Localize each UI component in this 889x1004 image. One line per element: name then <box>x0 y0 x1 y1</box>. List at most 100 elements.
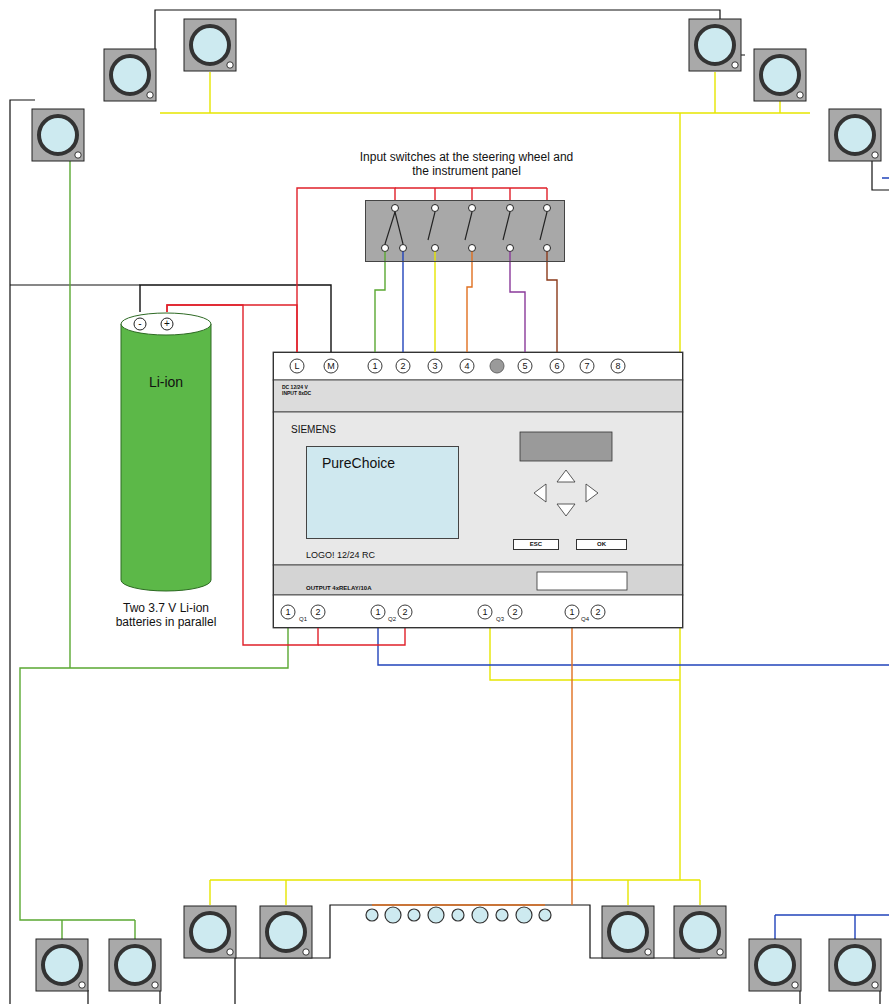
switch-contact <box>400 245 407 252</box>
bulb <box>366 909 378 921</box>
lamp-housing <box>602 906 654 958</box>
bulb <box>539 909 551 921</box>
lamp-housing <box>260 906 312 958</box>
switch-blade <box>465 212 472 240</box>
terminal-label: 2 <box>400 362 405 371</box>
bulb <box>496 909 508 921</box>
front-panel <box>273 412 683 565</box>
lcd-screen: PureChoice <box>306 446 459 539</box>
wire <box>375 262 385 352</box>
green-wire <box>20 160 288 940</box>
lamp <box>184 19 236 71</box>
lamp-lens <box>116 946 154 984</box>
lamp-terminal <box>147 92 153 98</box>
label-band <box>273 380 683 412</box>
lamp-lens <box>191 26 229 64</box>
terminal-label: 4 <box>464 362 469 371</box>
lamp-lens <box>191 913 229 951</box>
lamp <box>754 49 806 101</box>
terminal-label: Q2 <box>388 616 396 622</box>
lamp-lens <box>836 116 874 154</box>
terminal-label: 2 <box>315 608 320 617</box>
lamp-terminal <box>79 982 85 988</box>
lamp-lens <box>609 913 647 951</box>
terminal-label: M <box>327 362 335 371</box>
switch-blade <box>540 212 547 240</box>
terminal-label: 1 <box>285 608 290 617</box>
lamp-lens <box>756 946 794 984</box>
lamp-housing <box>109 939 161 991</box>
switch-contact <box>507 245 514 252</box>
terminal-label: 1 <box>372 362 377 371</box>
battery-terminal <box>134 318 146 330</box>
lamp-terminal <box>797 92 803 98</box>
lamp-terminal <box>732 62 738 68</box>
screw-terminal <box>611 359 625 373</box>
terminal-label: 1 <box>375 608 380 617</box>
wire-stub <box>546 252 547 263</box>
screw-terminal <box>396 359 410 373</box>
battery-top <box>121 313 211 335</box>
wire-stub <box>384 252 385 263</box>
terminal-label: 3 <box>432 362 437 371</box>
lamp <box>749 939 801 991</box>
screw-terminal <box>324 359 338 373</box>
lamp-terminal <box>75 152 81 158</box>
screw-terminal <box>281 605 295 619</box>
wire <box>510 262 525 352</box>
wire <box>467 262 472 352</box>
bulb <box>516 907 532 923</box>
lamp-terminal <box>227 949 233 955</box>
lamp-housing <box>184 19 236 71</box>
lamp-terminal <box>227 62 233 68</box>
switch-contact <box>432 245 439 252</box>
switch-contact <box>544 245 551 252</box>
label-band <box>273 565 683 595</box>
terminal-label: 2 <box>512 608 517 617</box>
screw-terminal <box>550 359 564 373</box>
screw-terminal <box>591 605 605 619</box>
lamps <box>32 19 881 991</box>
bulb <box>452 909 464 921</box>
lamp-housing <box>104 49 156 101</box>
lamp-housing <box>32 109 84 161</box>
terminal-label: L <box>294 362 299 371</box>
yellow-wire <box>160 72 810 905</box>
lamp-lens <box>761 56 799 94</box>
lamp-housing <box>184 906 236 958</box>
terminal-label: 6 <box>554 362 559 371</box>
screw-terminal <box>398 605 412 619</box>
lamp-terminal <box>303 949 309 955</box>
lamp-terminal <box>717 949 723 955</box>
terminal-label: Q3 <box>496 616 504 622</box>
lamp-terminal <box>645 949 651 955</box>
lamp-housing <box>749 939 801 991</box>
terminal-label: 1 <box>482 608 487 617</box>
node-text: OK <box>577 541 626 548</box>
lamp <box>689 19 741 71</box>
lamp-terminal <box>792 982 798 988</box>
node-text: ESC <box>514 541 558 548</box>
lamp <box>602 906 654 958</box>
wire <box>547 262 557 352</box>
switch-contact <box>382 245 389 252</box>
battery-cell: Li-ionTwo 3.7 V Li-ion batteries in para… <box>120 312 212 592</box>
wire-stub <box>471 252 472 263</box>
lamp-housing <box>36 939 88 991</box>
node-text: Input switches at the steering wheel and… <box>359 151 574 179</box>
logo-module: DC 12/24 V INPUT 8xDCSIEMENSLOGO! 12/24 … <box>273 352 683 628</box>
switch-contact <box>469 245 476 252</box>
lamp-terminal <box>872 152 878 158</box>
lamp-wires <box>20 72 889 940</box>
frame-wire <box>872 160 889 190</box>
wire-stub <box>509 252 510 263</box>
key-button: OK <box>576 539 627 550</box>
node-heading: SIEMENS <box>291 424 336 436</box>
bulb <box>428 907 444 923</box>
polarity-mark: + <box>164 319 170 329</box>
lamp <box>674 906 726 958</box>
bulb-row <box>366 907 551 923</box>
screw-terminal <box>428 359 442 373</box>
lamp-housing <box>829 109 881 161</box>
screw-terminal <box>478 605 492 619</box>
